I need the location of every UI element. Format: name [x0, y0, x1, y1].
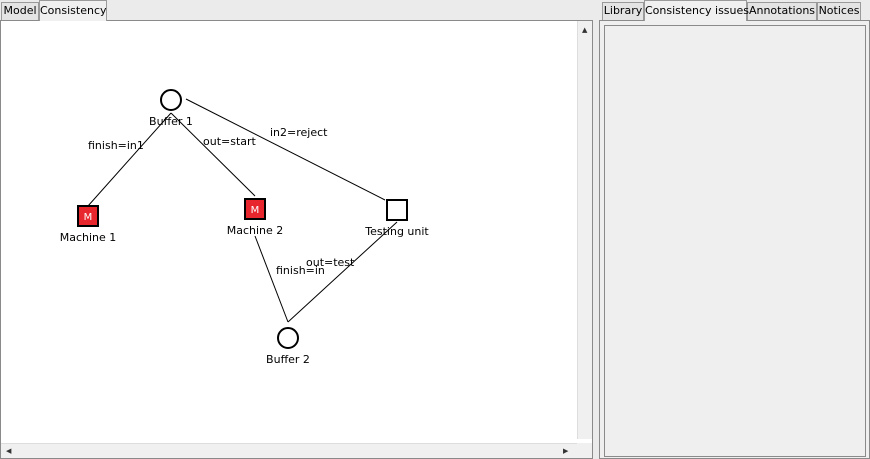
tab-library[interactable]: Library — [602, 2, 644, 20]
buffer2-node[interactable] — [277, 327, 299, 349]
buffer1-node[interactable] — [160, 89, 182, 111]
testing-unit-node[interactable] — [386, 199, 408, 221]
scroll-right-icon[interactable]: ▶ — [563, 447, 569, 455]
tab-consistency[interactable]: Consistency — [39, 0, 107, 21]
machine1-glyph: M — [84, 212, 93, 223]
buffer1-label: Buffer 1 — [149, 115, 193, 128]
model-diagram[interactable]: finish=in1 out=start in2=reject finish=i… — [1, 21, 577, 439]
edge-testing-buffer2[interactable] — [287, 221, 398, 323]
buffer2-label: Buffer 2 — [266, 353, 310, 366]
consistency-canvas-panel: finish=in1 out=start in2=reject finish=i… — [0, 20, 593, 459]
edge-buffer1-machine2[interactable] — [170, 112, 256, 197]
tab-annotations[interactable]: Annotations — [747, 2, 817, 20]
testing-unit-label: Testing unit — [364, 225, 429, 238]
vertical-scrollbar[interactable]: ▲ — [577, 21, 592, 439]
machine2-label: Machine 2 — [227, 224, 284, 237]
machine1-node[interactable] — [77, 205, 99, 227]
edge-label-finish-in1: finish=in1 — [88, 139, 144, 152]
edge-label-out-start: out=start — [203, 135, 257, 148]
edge-label-finish-in: finish=in — [276, 264, 325, 277]
consistency-issues-panel — [599, 20, 870, 459]
right-tab-bar: Library Consistency issues Annotations N… — [599, 0, 870, 21]
edge-label-out-test: out=test — [306, 256, 355, 269]
edge-machine2-buffer2[interactable] — [254, 235, 289, 323]
scroll-left-icon[interactable]: ◀ — [6, 447, 12, 455]
left-tab-bar: Model Consistency — [0, 0, 593, 21]
machine2-glyph: M — [251, 205, 260, 216]
scroll-up-icon[interactable]: ▲ — [582, 26, 588, 34]
scroll-corner — [577, 443, 592, 458]
tab-notices[interactable]: Notices — [817, 2, 861, 20]
edge-buffer1-machine1[interactable] — [87, 112, 172, 207]
split-divider[interactable] — [593, 0, 599, 459]
tab-consistency-issues[interactable]: Consistency issues — [644, 0, 749, 21]
machine1-label: Machine 1 — [60, 231, 117, 244]
edge-buffer1-testing[interactable] — [185, 98, 386, 201]
horizontal-scrollbar[interactable]: ◀ ▶ — [1, 443, 577, 458]
tab-model[interactable]: Model — [1, 2, 39, 20]
issues-list[interactable] — [604, 25, 866, 457]
edge-label-in2-reject: in2=reject — [270, 126, 328, 139]
machine2-node[interactable] — [244, 198, 266, 220]
